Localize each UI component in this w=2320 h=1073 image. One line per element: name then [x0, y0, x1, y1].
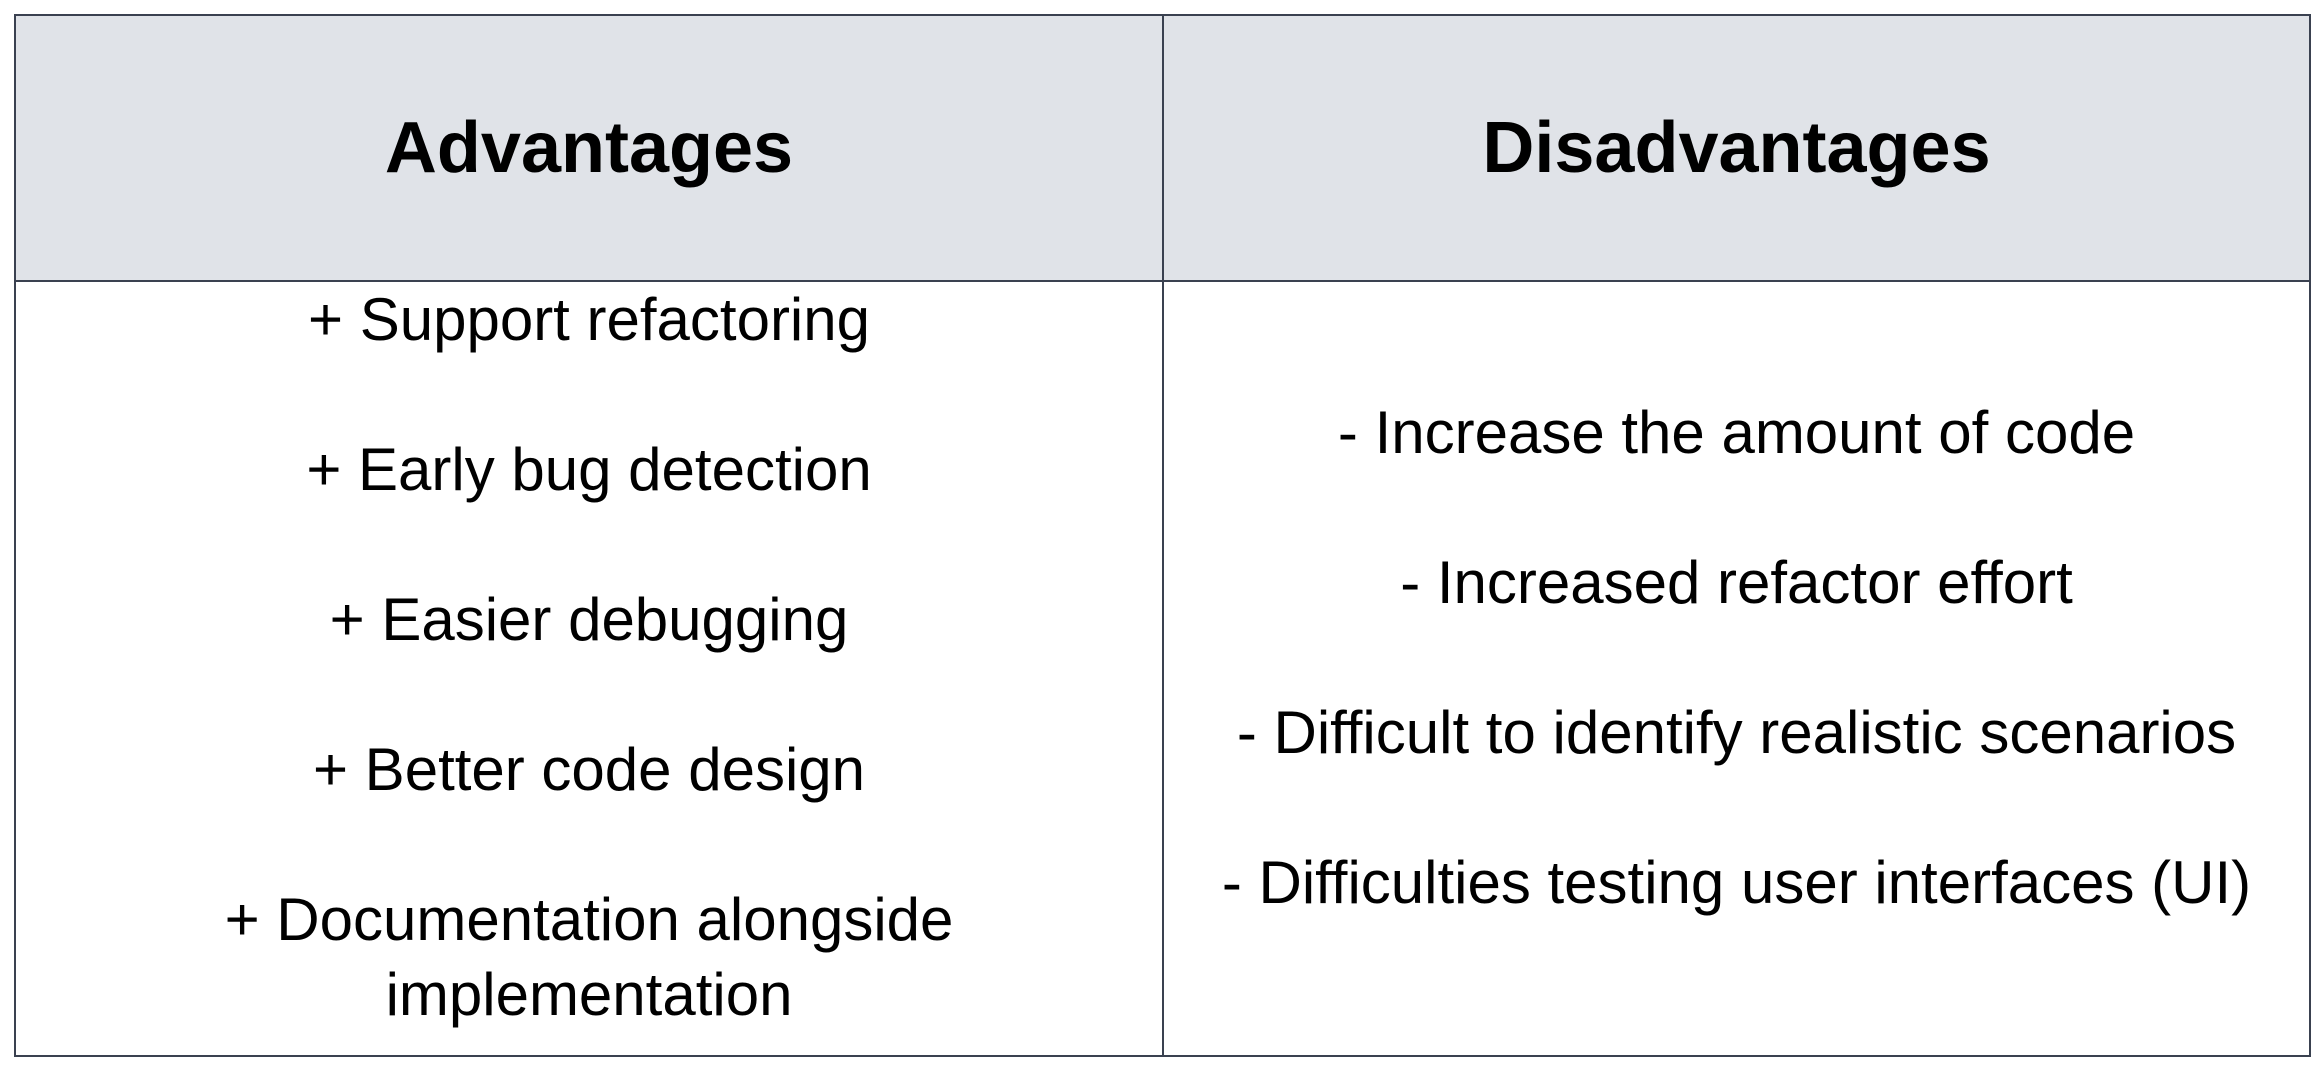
advantages-header: Advantages — [384, 108, 794, 188]
disadvantages-header-cell: Disadvantages — [1164, 16, 2309, 282]
advantages-header-cell: Advantages — [16, 16, 1164, 282]
advantages-cell: + Support refactoring + Early bug detect… — [16, 282, 1164, 1055]
advantage-item: + Better code design — [312, 736, 866, 803]
disadvantage-item: - Increase the amount of code — [1337, 399, 2136, 466]
pros-cons-table: Advantages Disadvantages + Support refac… — [14, 14, 2311, 1057]
disadvantages-list: - Increase the amount of code - Increase… — [1164, 395, 2309, 920]
disadvantage-item: - Difficulties testing user interfaces (… — [1221, 849, 2252, 916]
advantage-item: + Documentation alongside implementation — [224, 886, 954, 1028]
disadvantage-item: - Difficult to identify realistic scenar… — [1236, 699, 2237, 766]
advantages-list: + Support refactoring + Early bug detect… — [16, 282, 1162, 1032]
disadvantage-item: - Increased refactor effort — [1400, 549, 2073, 616]
disadvantages-header: Disadvantages — [1482, 108, 1991, 188]
disadvantages-cell: - Increase the amount of code - Increase… — [1164, 282, 2309, 1055]
advantage-item: + Early bug detection — [306, 436, 872, 503]
advantage-item: + Easier debugging — [329, 586, 849, 653]
advantage-item: + Support refactoring — [307, 286, 870, 353]
